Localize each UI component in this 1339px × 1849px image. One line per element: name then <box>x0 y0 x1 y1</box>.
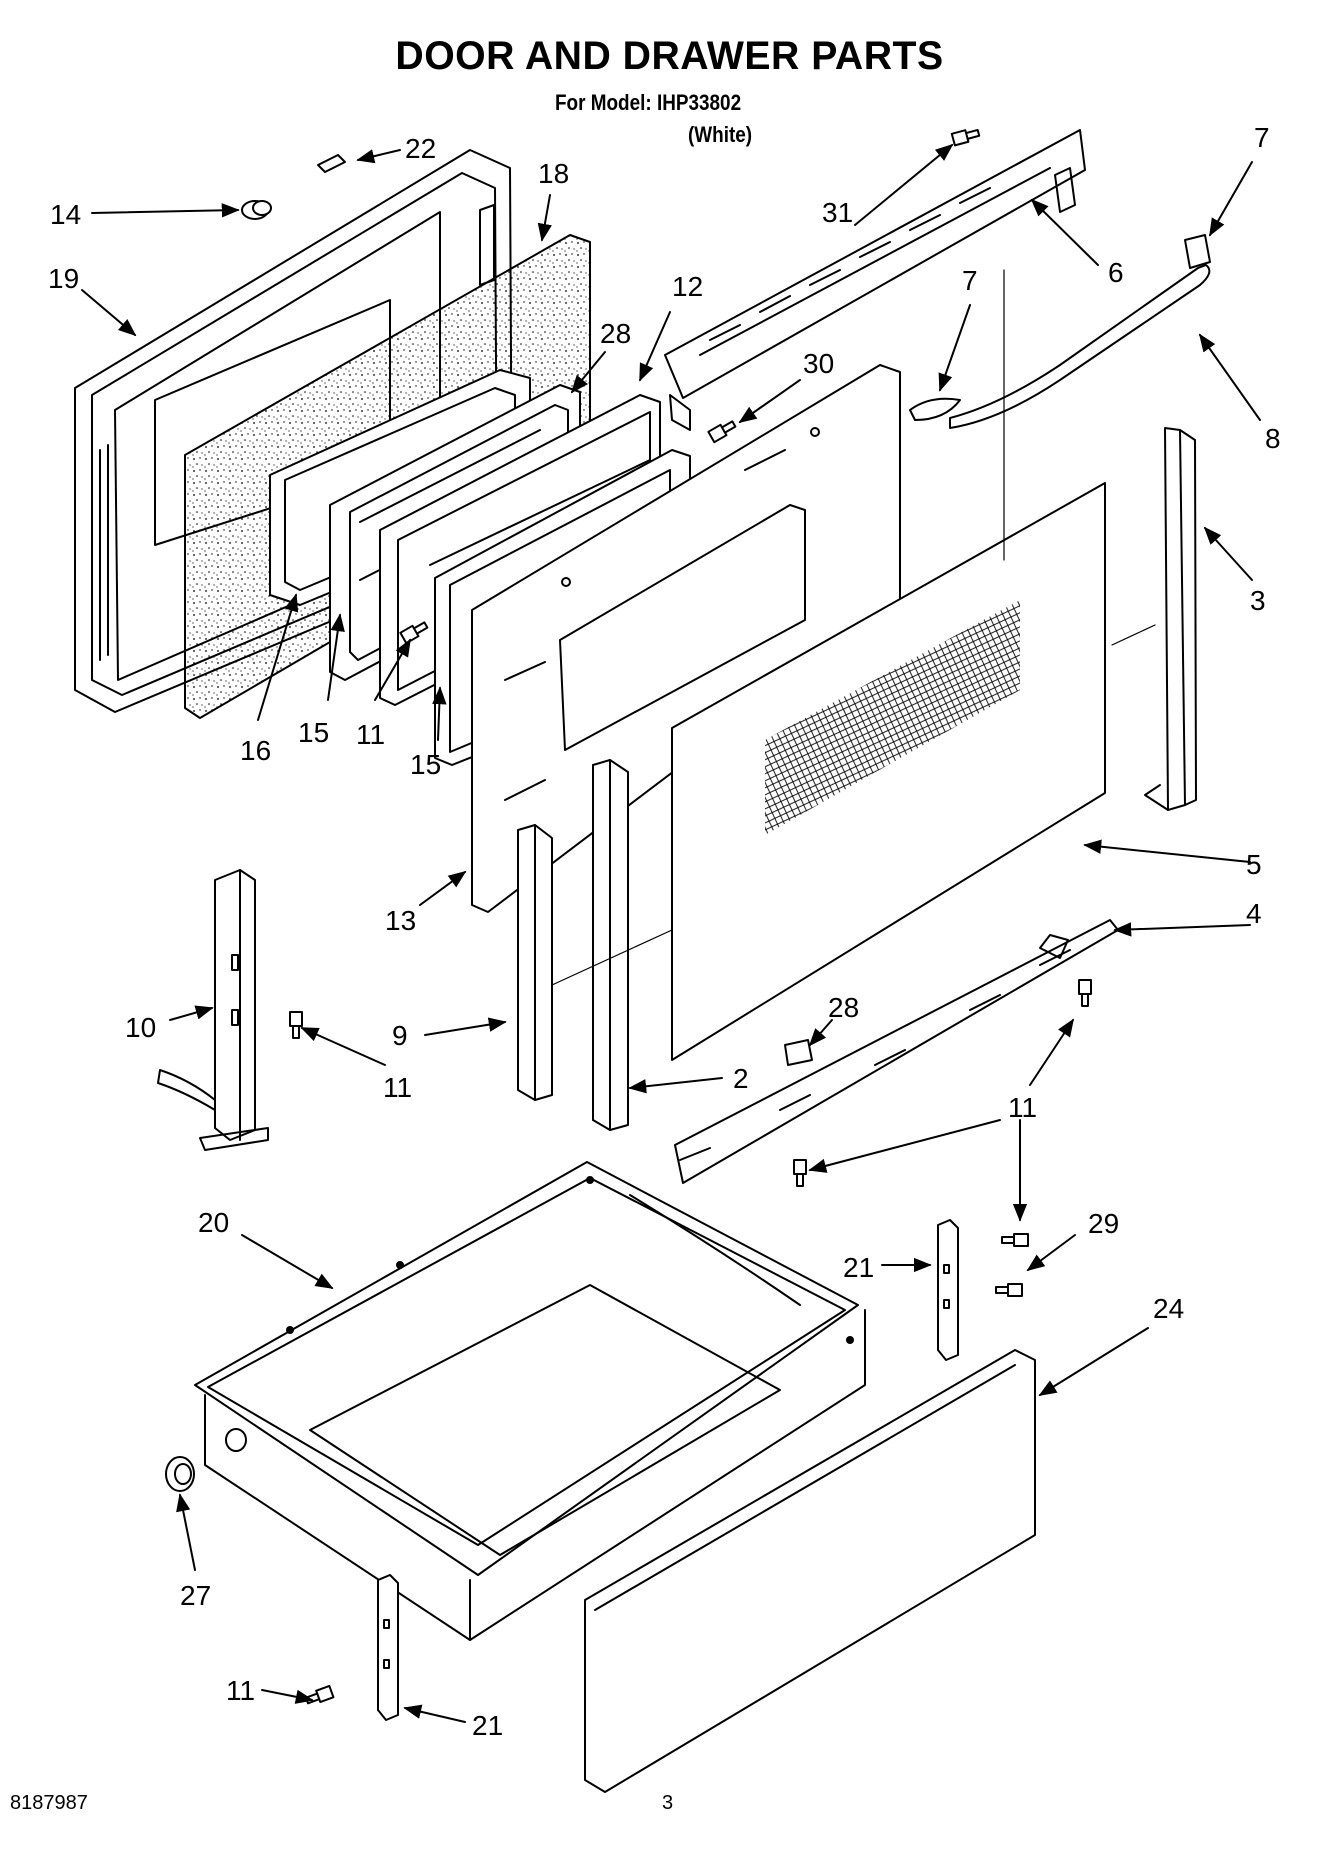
door-side-channel <box>592 759 629 1131</box>
leader-11a <box>374 638 411 701</box>
right-side-trim <box>1144 427 1197 811</box>
door-hinge-support <box>157 869 269 1151</box>
page-title: DOOR AND DRAWER PARTS <box>395 34 944 78</box>
leader-4 <box>1113 922 1251 937</box>
callout-7b: 7 <box>962 265 978 296</box>
callout-11f: 11 <box>226 1675 255 1706</box>
callout-11c: 11 <box>1008 1092 1037 1123</box>
leader-7b <box>938 304 971 392</box>
document-number: 8187987 <box>10 1792 88 1814</box>
leader-5 <box>1083 839 1251 863</box>
leader-15b <box>432 686 447 741</box>
leader-15a <box>327 613 345 701</box>
callout-11b: 11 <box>383 1072 412 1103</box>
leader-9 <box>424 1017 507 1036</box>
storage-drawer <box>194 1161 866 1641</box>
leader-10 <box>169 1005 214 1021</box>
callout-28a: 28 <box>600 318 631 349</box>
callout-3: 3 <box>1250 585 1266 616</box>
leader-19 <box>81 289 137 337</box>
callout-9: 9 <box>392 1020 408 1051</box>
callout-21b: 21 <box>472 1710 503 1741</box>
leader-20 <box>241 1234 334 1289</box>
leader-28a <box>570 351 606 394</box>
leader-29 <box>1026 1234 1076 1272</box>
callout-14: 14 <box>50 199 81 230</box>
callout-15b: 15 <box>410 749 441 780</box>
leader-11d <box>808 1119 1001 1173</box>
handle-end-cap-left <box>909 397 961 421</box>
door-bumper <box>241 200 272 220</box>
alignment-line <box>1111 624 1156 646</box>
door-vent-trim <box>664 129 1086 431</box>
handle-end-cap-right <box>1184 234 1211 269</box>
callout-6: 6 <box>1108 257 1124 288</box>
left-door-filler-strip <box>517 824 553 1101</box>
callout-10: 10 <box>125 1012 156 1043</box>
leader-27 <box>176 1493 196 1571</box>
callout-31: 31 <box>822 197 853 228</box>
callout-18: 18 <box>538 158 569 189</box>
leader-30 <box>738 379 801 424</box>
callout-29: 29 <box>1088 1208 1119 1239</box>
page-number: 3 <box>662 1792 674 1814</box>
door-handle <box>949 264 1211 429</box>
callout-2: 2 <box>733 1063 749 1094</box>
color-line: (White) <box>688 122 753 147</box>
door-stop <box>784 1039 813 1066</box>
callout-24: 24 <box>1153 1293 1184 1324</box>
callout-4: 4 <box>1246 898 1262 929</box>
drawer-front-panel <box>584 1349 1036 1793</box>
callout-15a: 15 <box>298 717 329 748</box>
leader-13 <box>419 870 467 906</box>
leader-12 <box>639 311 671 382</box>
callout-20: 20 <box>198 1207 229 1238</box>
leader-22 <box>356 149 401 164</box>
leader-14 <box>91 203 240 218</box>
leader-31 <box>854 143 954 226</box>
leader-18 <box>537 194 552 242</box>
leader-16 <box>257 593 299 721</box>
callout-13: 13 <box>385 905 416 936</box>
callout-arrows <box>81 143 1261 1723</box>
alignment-line <box>551 929 673 986</box>
model-line: For Model: IHP33802 <box>555 90 742 115</box>
leader-11b <box>300 1027 386 1066</box>
callout-labels: 22 18 14 19 12 28 30 31 6 7 7 8 3 16 15 … <box>48 122 1281 1741</box>
drawer-stop-bumper <box>165 1428 247 1492</box>
callout-27: 27 <box>180 1580 211 1611</box>
callout-16: 16 <box>240 735 271 766</box>
drawer-slide-bracket-bottom <box>377 1574 399 1721</box>
leader-2 <box>628 1077 723 1094</box>
callout-21a: 21 <box>843 1252 874 1283</box>
leader-6 <box>1030 198 1099 266</box>
callout-8: 8 <box>1265 423 1281 454</box>
leader-24 <box>1038 1327 1149 1396</box>
leader-28b <box>808 1019 833 1047</box>
callout-30: 30 <box>803 348 834 379</box>
leader-11f <box>261 1689 314 1704</box>
leader-21b <box>403 1704 466 1723</box>
leader-7a <box>1209 161 1253 237</box>
leader-8 <box>1198 333 1261 421</box>
callout-5: 5 <box>1246 849 1262 880</box>
drawer-slide-bracket-top <box>937 1219 959 1361</box>
callout-22: 22 <box>405 133 436 164</box>
callout-11a: 11 <box>356 719 385 750</box>
callout-19: 19 <box>48 263 79 294</box>
callout-12: 12 <box>672 271 703 302</box>
leader-11c <box>1029 1018 1074 1086</box>
door-hinge-clip <box>317 154 346 173</box>
callout-28b: 28 <box>828 992 859 1023</box>
leader-3 <box>1203 526 1253 581</box>
callout-7a: 7 <box>1254 122 1270 153</box>
door-front-panel <box>671 482 1106 1061</box>
